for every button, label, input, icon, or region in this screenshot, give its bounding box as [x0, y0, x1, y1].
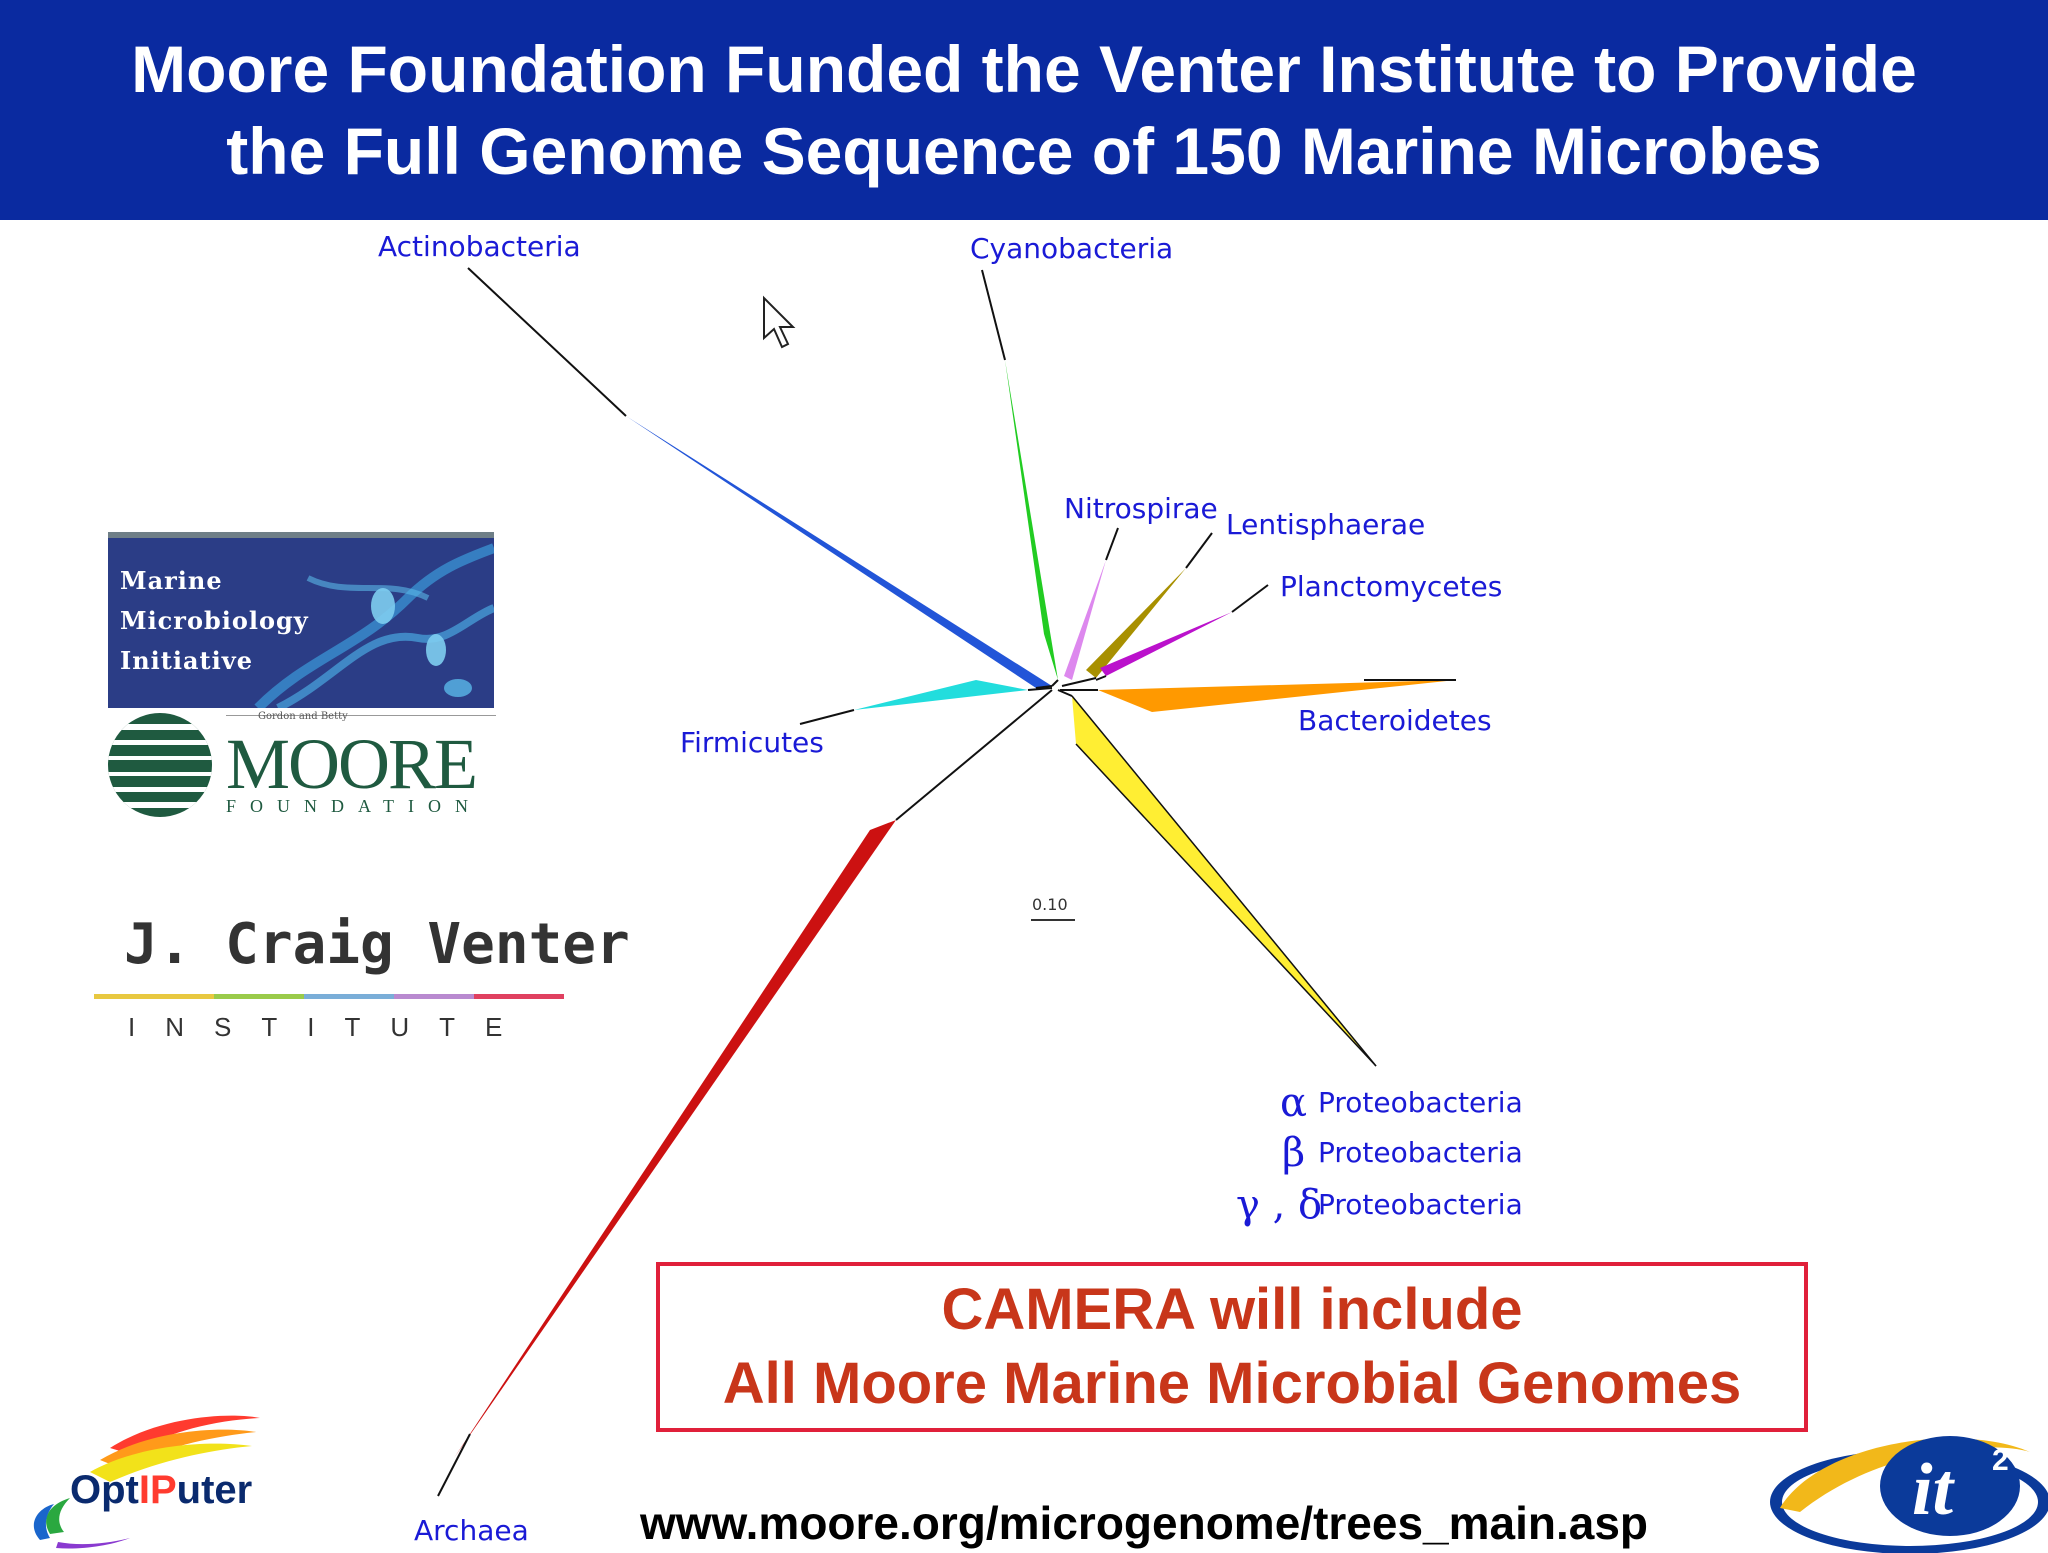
branch-bacteroidetes: [1098, 680, 1456, 712]
mmi-line-3: Initiative: [120, 646, 253, 675]
label-beta-proteobacteria: Proteobacteria: [1318, 1136, 1523, 1169]
branch-planctomycetes: [1100, 612, 1232, 676]
title-line-2: the Full Genome Sequence of 150 Marine M…: [226, 114, 1822, 188]
label-bacteroidetes: Bacteroidetes: [1298, 704, 1492, 737]
branch-lentisphaerae: [1086, 568, 1186, 678]
it2-logo: it 2: [1760, 1412, 2048, 1553]
source-url: www.moore.org/microgenome/trees_main.asp: [640, 1497, 1649, 1549]
optiputer-logo: OptIPuter: [20, 1408, 300, 1553]
scale-label: 0.10: [1032, 895, 1068, 914]
optiputer-wordmark: OptIPuter: [70, 1468, 252, 1513]
branch-nitrospirae-tip: [1105, 527, 1119, 561]
moore-foundation-word: FOUNDATION: [226, 796, 482, 816]
branch-firmicutes-tip: [799, 709, 855, 725]
camera-callout: CAMERA will include All Moore Marine Mic…: [656, 1262, 1808, 1432]
optiputer-text-pre: Opt: [70, 1468, 139, 1512]
label-gamma-delta-proteobacteria: Proteobacteria: [1318, 1188, 1523, 1221]
branch-nitrospirae: [1064, 560, 1106, 680]
label-archaea: Archaea: [414, 1514, 529, 1547]
label-cyanobacteria: Cyanobacteria: [970, 232, 1173, 265]
jcvi-name: J. Craig Venter: [124, 912, 630, 977]
moore-globe-icon: [108, 713, 212, 817]
branch-actinobacteria-base: [1035, 685, 1053, 689]
jcvi-logo: J. Craig Venter INSTITUTE: [94, 912, 630, 1042]
optiputer-swoosh-icon: [33, 1415, 260, 1549]
branch-proteobacteria-edge-2: [1075, 743, 1377, 1067]
branch-lentisphaerae-stem: [1061, 677, 1097, 687]
phylogenetic-tree: 0.10 Actinobacteria Cyanobacteria Nitros…: [378, 230, 1523, 1547]
marine-microbiology-initiative-logo: Marine Microbiology Initiative: [108, 532, 494, 708]
branch-actinobacteria: [626, 416, 1052, 688]
it2-swoosh-icon: it 2: [1770, 1436, 2048, 1553]
branch-cyanobacteria-stem: [1051, 679, 1059, 687]
camera-line-2: All Moore Marine Microbial Genomes: [722, 1351, 1742, 1416]
branch-proteobacteria-stem: [1057, 689, 1073, 697]
moore-divider: [226, 715, 496, 716]
camera-line-1: CAMERA will include: [941, 1277, 1523, 1342]
label-planctomycetes: Planctomycetes: [1280, 570, 1502, 603]
branch-archaea: [454, 820, 896, 1458]
branch-lentisphaerae-tip: [1185, 532, 1213, 569]
it2-text: it: [1912, 1449, 1956, 1531]
label-actinobacteria: Actinobacteria: [378, 230, 581, 263]
title-line-1: Moore Foundation Funded the Venter Insti…: [131, 32, 1917, 106]
branch-archaea-tip: [437, 1433, 471, 1497]
branch-planctomycetes-stem: [1095, 675, 1107, 681]
label-gamma-delta: γ , δ: [1236, 1182, 1322, 1228]
branch-cyanobacteria-tip: [981, 269, 1006, 361]
label-alpha: α: [1280, 1080, 1307, 1126]
jcvi-institute-word: INSTITUTE: [128, 1012, 533, 1042]
label-alpha-proteobacteria: Proteobacteria: [1318, 1086, 1523, 1119]
branch-planctomycetes-tip: [1231, 584, 1269, 613]
mmi-line-2: Microbiology: [120, 606, 309, 635]
mmi-line-1: Marine: [120, 566, 223, 595]
branch-firmicutes: [854, 680, 1028, 710]
optiputer-text-ip: IP: [138, 1468, 177, 1512]
optiputer-text-post: uter: [176, 1468, 253, 1512]
branch-cyanobacteria: [1005, 360, 1058, 680]
label-firmicutes: Firmicutes: [680, 726, 824, 759]
moore-name: MOORE: [226, 724, 478, 804]
slide-title: Moore Foundation Funded the Venter Insti…: [0, 0, 2048, 220]
branch-proteobacteria-edge-1: [1071, 695, 1377, 1067]
it2-superscript: 2: [1992, 1444, 2009, 1477]
dna-helix-icon: [254, 543, 494, 708]
mouse-cursor-icon: [763, 295, 796, 349]
moore-foundation-logo: Gordon and Betty MOORE FOUNDATION: [108, 708, 498, 820]
label-beta: β: [1282, 1130, 1305, 1176]
moore-gordon-betty: Gordon and Betty: [258, 711, 348, 722]
label-lentisphaerae: Lentisphaerae: [1226, 508, 1425, 541]
branch-firmicutes-stem: [1027, 687, 1053, 691]
jcvi-color-rule: [94, 994, 564, 999]
branch-archaea-stem: [895, 689, 1053, 821]
branch-actinobacteria-tip: [467, 267, 627, 417]
label-nitrospirae: Nitrospirae: [1064, 492, 1218, 525]
